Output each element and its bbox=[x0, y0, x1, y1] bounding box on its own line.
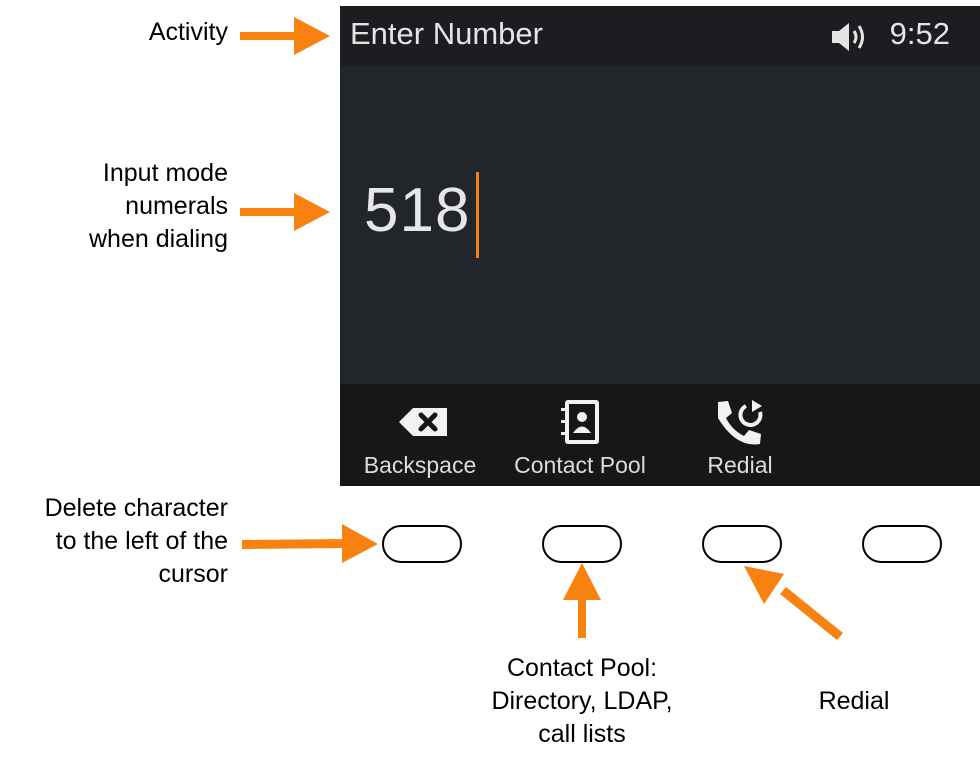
clock: 9:52 bbox=[889, 16, 950, 51]
arrow-contact-pool-icon bbox=[563, 563, 601, 638]
callout-activity: Activity bbox=[148, 18, 228, 46]
callout-line: Input mode bbox=[102, 159, 228, 187]
arrow-input-mode-icon bbox=[240, 193, 330, 231]
callout-line: Delete character bbox=[44, 494, 228, 522]
activity-title: Enter Number bbox=[350, 16, 543, 51]
arrow-activity-icon bbox=[240, 17, 330, 55]
callout-delete: Delete character to the left of the curs… bbox=[45, 492, 228, 591]
callout-line: Directory, LDAP, bbox=[491, 687, 673, 715]
callout-line: cursor bbox=[158, 560, 228, 588]
softkey-backspace[interactable]: Backspace bbox=[350, 384, 490, 486]
contact-book-icon bbox=[561, 400, 599, 444]
softkey-label: Redial bbox=[707, 452, 773, 478]
status-bar: Enter Number 9:52 bbox=[340, 6, 980, 66]
text-cursor bbox=[476, 172, 479, 258]
speaker-icon bbox=[832, 23, 864, 51]
softkey-redial[interactable]: Redial bbox=[670, 384, 810, 486]
callout-contact-pool: Contact Pool: Directory, LDAP, call list… bbox=[462, 652, 702, 751]
callout-line: Contact Pool: bbox=[506, 654, 658, 682]
callout-line: to the left of the bbox=[55, 527, 228, 555]
callout-line: call lists bbox=[538, 720, 626, 748]
softkey-label: Contact Pool bbox=[514, 452, 646, 478]
hardware-softkey-4[interactable] bbox=[862, 525, 942, 563]
callout-redial: Redial bbox=[818, 687, 890, 715]
hardware-softkey-1[interactable] bbox=[382, 525, 462, 563]
hardware-softkey-3[interactable] bbox=[702, 525, 782, 563]
softkey-contact-pool[interactable]: Contact Pool bbox=[500, 384, 660, 486]
callout-line: when dialing bbox=[89, 225, 228, 253]
softkey-label: Backspace bbox=[363, 452, 477, 478]
softkey-bar: Backspace Contact Pool Redial bbox=[340, 384, 980, 486]
backspace-icon bbox=[399, 408, 447, 436]
callout-line: numerals bbox=[125, 192, 228, 220]
redial-icon bbox=[718, 400, 763, 445]
arrow-delete-icon bbox=[242, 524, 378, 563]
dialed-number: 518 bbox=[364, 176, 471, 245]
arrow-redial-icon bbox=[744, 566, 843, 640]
hardware-softkey-2[interactable] bbox=[542, 525, 622, 563]
callout-input-mode: Input mode numerals when dialing bbox=[89, 157, 228, 256]
phone-screen: Enter Number 9:52 518 Backspace bbox=[340, 6, 980, 486]
